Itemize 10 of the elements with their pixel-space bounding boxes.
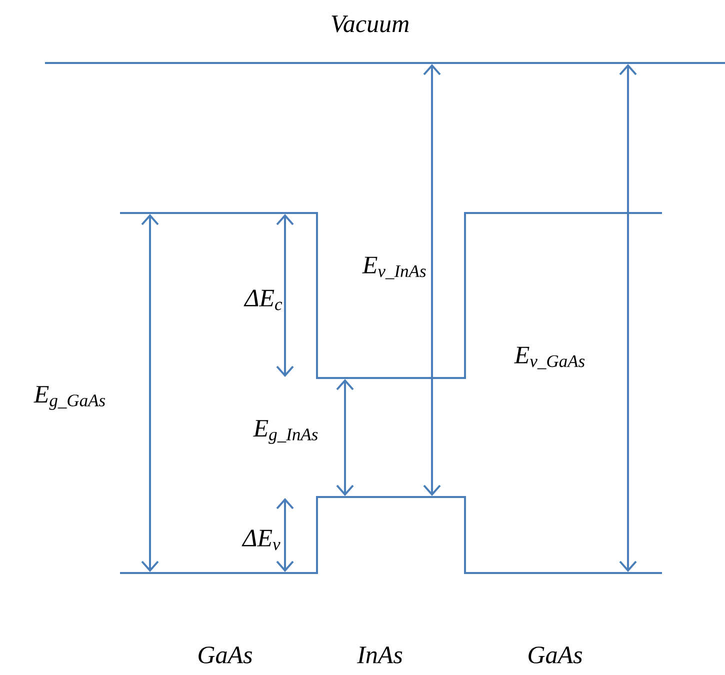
energy-label: E$_{g_GaAs}$	[34, 386, 106, 410]
material-label: InAs	[357, 646, 402, 664]
energy-label: E$_{v_InAs}$	[362, 256, 426, 280]
vacuum-label: Vacuum	[332, 16, 409, 32]
energy-label: ΔE$_{v}$	[242, 530, 280, 550]
material-label: GaAs	[528, 646, 582, 664]
energy-label: ΔE$_{c}$	[244, 290, 282, 310]
energy-label: E$_{v_GaAs}$	[514, 346, 585, 370]
material-label: GaAs	[198, 646, 252, 664]
energy-label: E$_{g_InAs}$	[253, 420, 318, 444]
